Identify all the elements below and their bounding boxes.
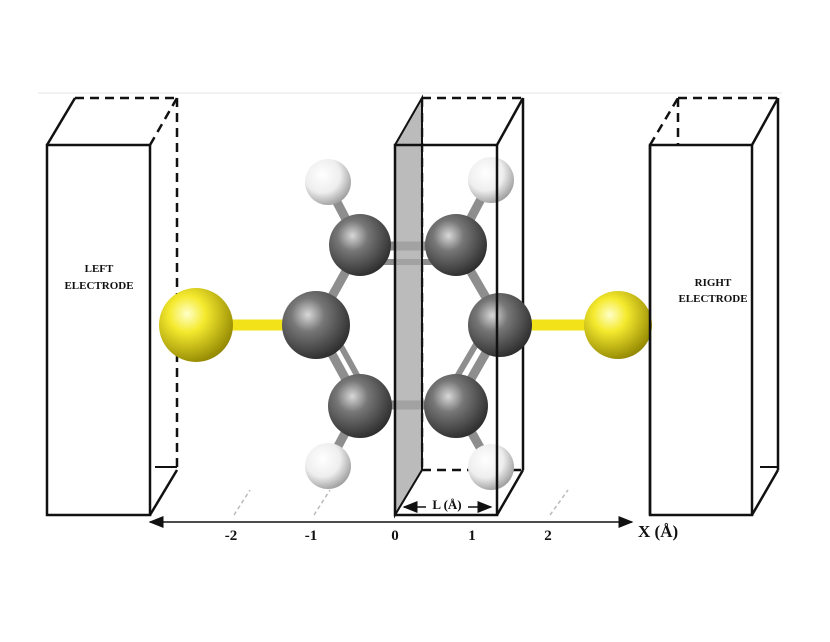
sulfur-atom-right <box>584 291 652 359</box>
slab-width-label: L (Å) <box>432 497 461 512</box>
molecule <box>159 159 610 489</box>
slab-front <box>393 143 499 517</box>
hydrogen-atom <box>468 444 514 490</box>
left-electrode: LEFT ELECTRODE <box>45 96 179 517</box>
right-electrode-label-line2: ELECTRODE <box>678 293 747 305</box>
slab-width-indicator: L (Å) <box>402 496 493 513</box>
carbon-atom <box>468 293 532 357</box>
slab-plane <box>394 94 423 519</box>
hydrogen-atom <box>305 159 351 205</box>
right-electrode-label-line1: RIGHT <box>695 277 732 289</box>
hydrogen-atom <box>468 157 514 203</box>
carbon-atom <box>328 374 392 438</box>
x-tick-label: -1 <box>305 528 318 544</box>
sulfur-atom-left <box>159 288 233 362</box>
carbon-atom <box>424 374 488 438</box>
hydrogen-atom <box>305 443 351 489</box>
tick-guides <box>233 489 569 516</box>
x-tick-label: -2 <box>225 528 238 544</box>
right-electrode: RIGHT ELECTRODE <box>648 96 780 517</box>
molecule-right <box>424 157 652 490</box>
x-tick-label: 2 <box>544 528 552 544</box>
x-axis: -2 -1 0 1 2 X (Å) <box>148 516 678 544</box>
x-tick-label: 1 <box>468 528 476 544</box>
left-electrode-label-line1: LEFT <box>85 263 114 275</box>
carbon-atom <box>425 214 487 276</box>
x-axis-label: X (Å) <box>638 522 678 541</box>
x-tick-label: 0 <box>391 528 399 544</box>
carbon-atom <box>282 291 350 359</box>
left-electrode-label-line2: ELECTRODE <box>64 280 133 292</box>
carbon-atom <box>329 214 391 276</box>
